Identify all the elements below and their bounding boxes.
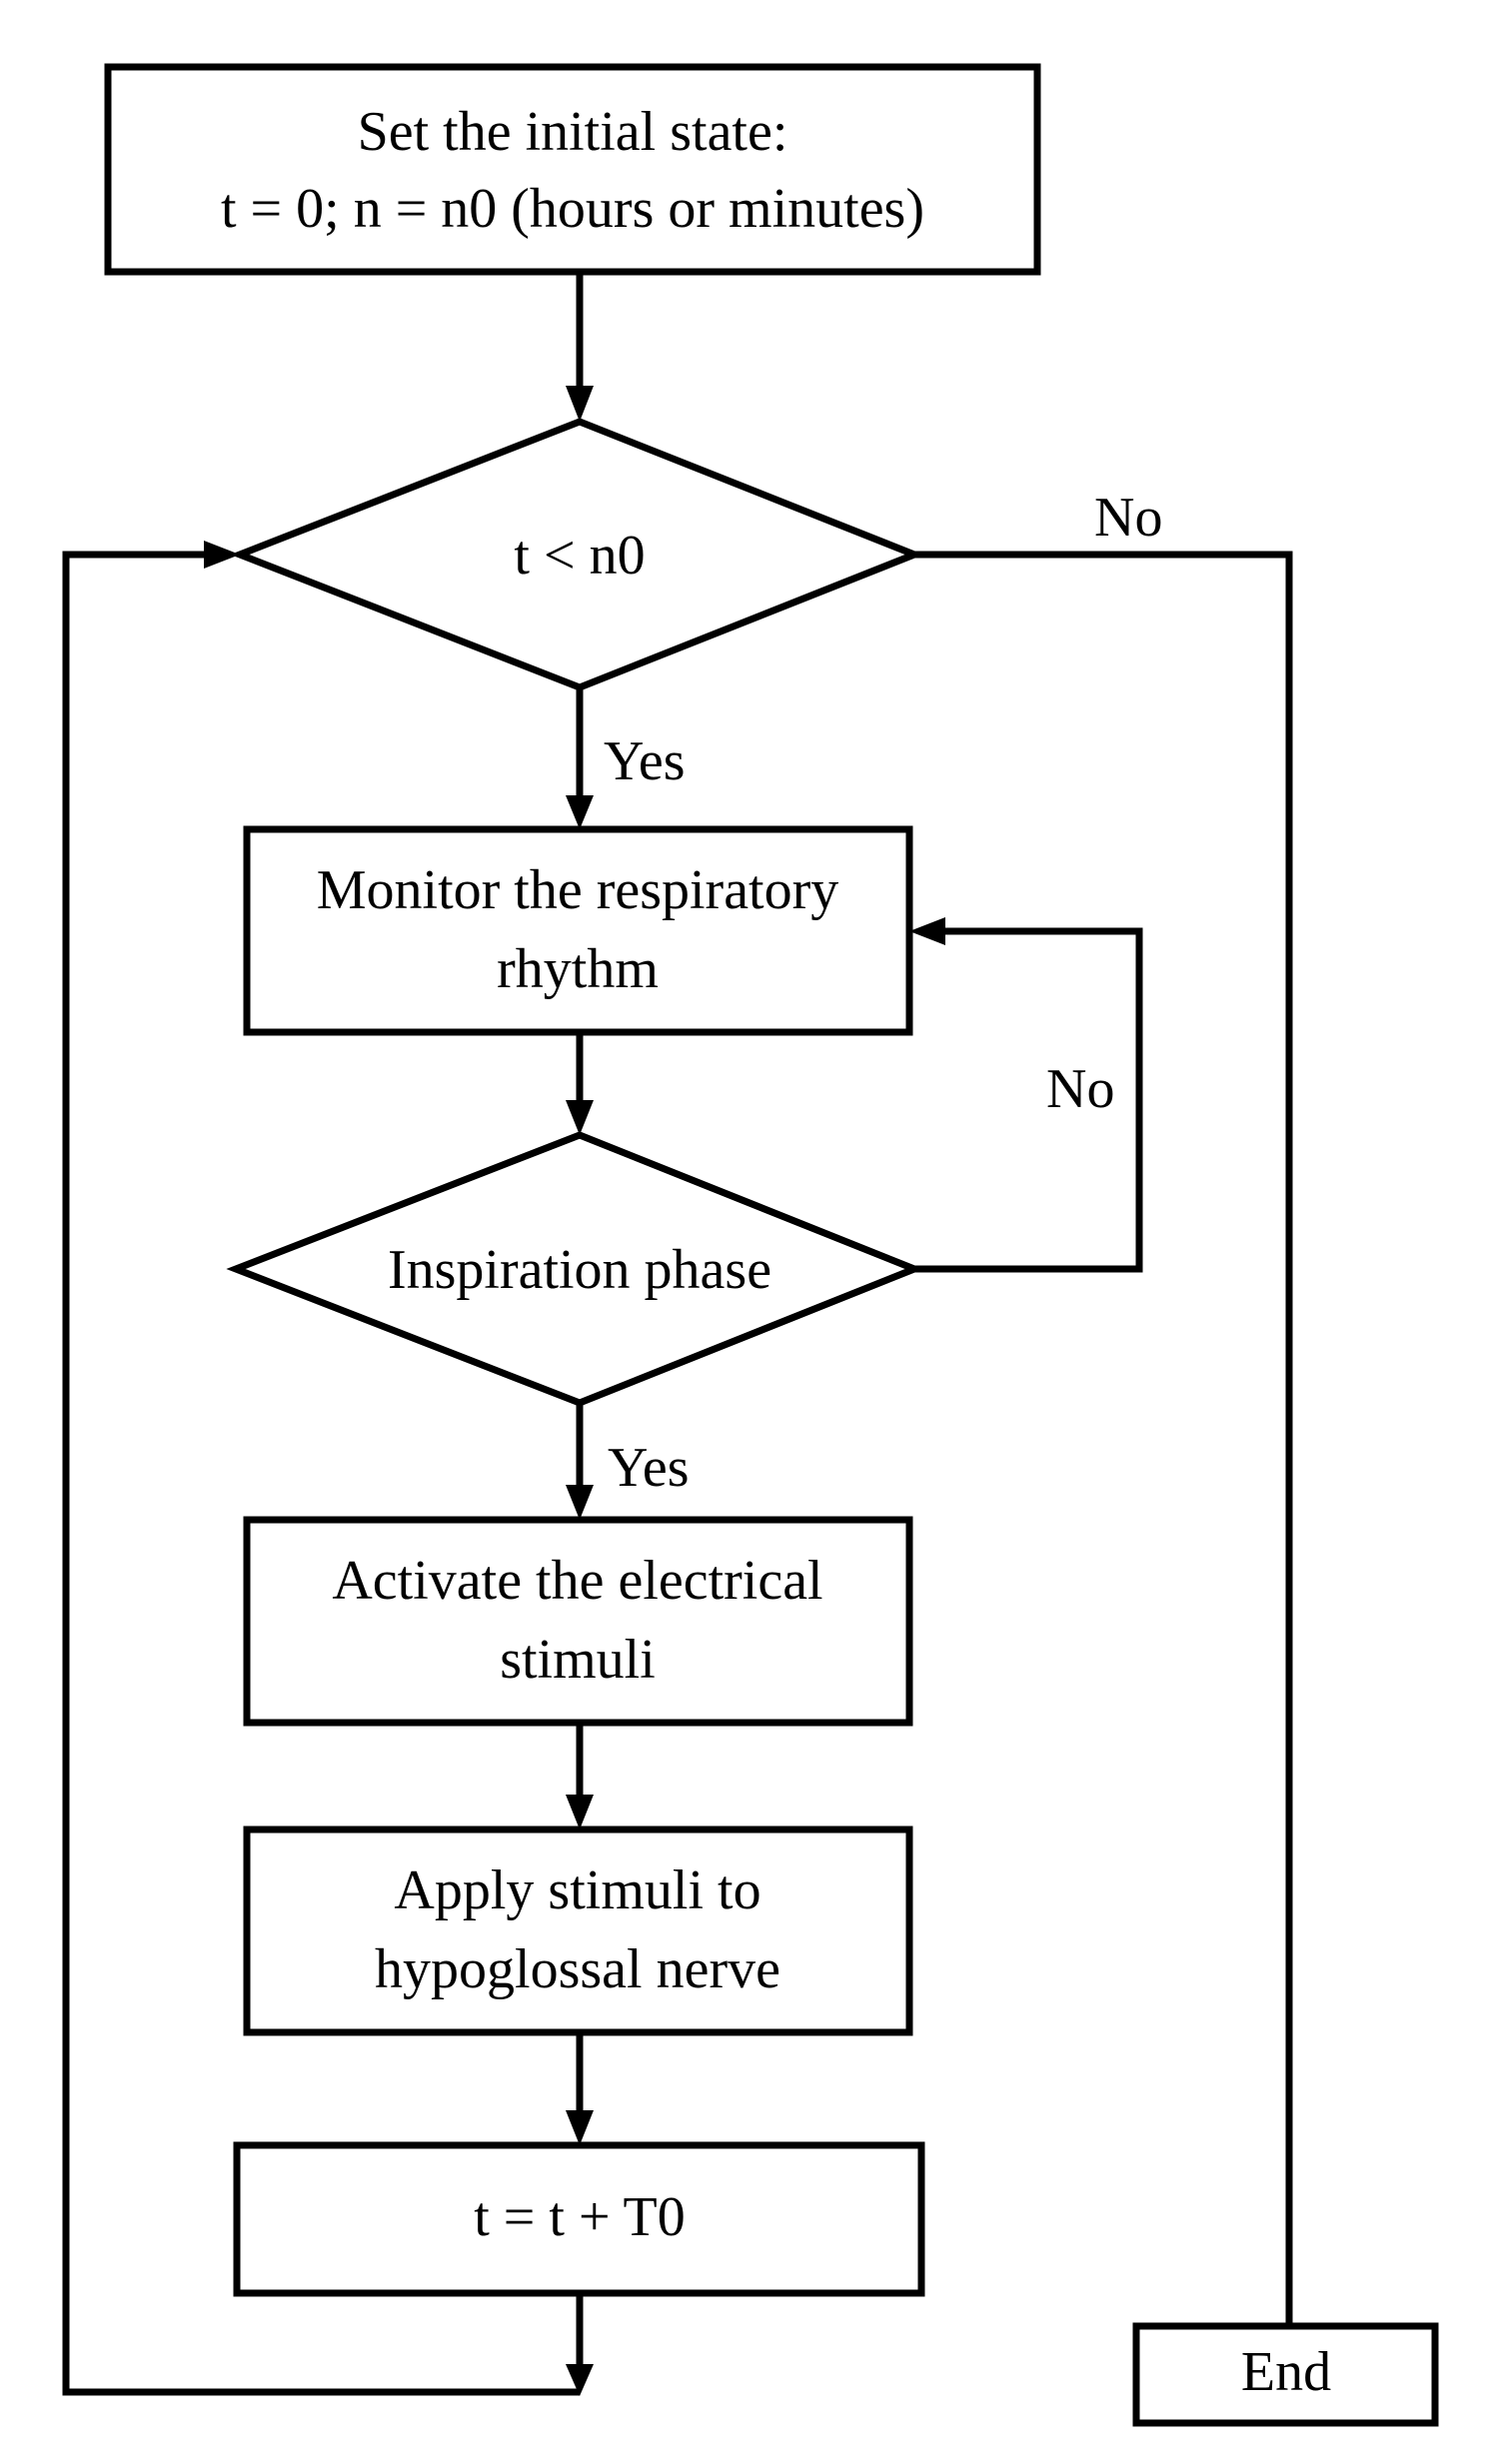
- start-line-2: t = 0; n = n0 (hours or minutes): [221, 178, 924, 240]
- monitor-node: Monitor the respiratory rhythm: [243, 825, 913, 1036]
- monitor-line-1: Monitor the respiratory: [317, 859, 839, 921]
- connector-time-no-to-end: No: [914, 487, 1293, 2326]
- start-node: Set the initial state: t = 0; n = n0 (ho…: [104, 63, 1041, 276]
- monitor-line-2: rhythm: [497, 938, 659, 1000]
- apply-line-2: hypoglossal nerve: [375, 1938, 780, 2000]
- end-label: End: [1241, 2341, 1331, 2403]
- arrowhead: [566, 2364, 594, 2396]
- apply-line-1: Apply stimuli to: [394, 1859, 760, 1921]
- arrowhead: [566, 1485, 594, 1520]
- apply-node: Apply stimuli to hypoglossal nerve: [243, 1826, 913, 2036]
- start-line-1: Set the initial state:: [358, 101, 788, 163]
- connector-apply-to-increment: [566, 2032, 594, 2145]
- connector-activate-to-apply: [566, 1723, 594, 1830]
- arrowhead: [566, 795, 594, 829]
- connector-phase-yes-to-activate: Yes: [566, 1403, 689, 1520]
- arrowhead: [909, 917, 945, 945]
- decision-time-node: t < n0: [230, 418, 924, 691]
- activate-node: Activate the electrical stimuli: [243, 1516, 913, 1727]
- start-box: [104, 63, 1041, 276]
- end-node: End: [1132, 2322, 1439, 2427]
- connector-increment-loop-to-decision: [62, 541, 594, 2396]
- increment-label: t = t + T0: [474, 2186, 685, 2248]
- edge-label-phase-yes: Yes: [608, 1437, 689, 1499]
- connector-monitor-to-phase: [566, 1032, 594, 1135]
- arrowhead: [566, 1795, 594, 1830]
- arrowhead: [566, 2110, 594, 2145]
- increment-node: t = t + T0: [233, 2141, 925, 2297]
- connector-start-to-decision: [566, 272, 594, 422]
- increment-box: [233, 2141, 925, 2297]
- end-box: [1132, 2322, 1439, 2427]
- activate-line-2: stimuli: [500, 1629, 656, 1691]
- arrowhead: [566, 1100, 594, 1135]
- activate-line-1: Activate the electrical: [332, 1550, 822, 1612]
- connector-time-yes-to-monitor: Yes: [566, 687, 685, 829]
- connector-phase-no-to-monitor: No: [909, 917, 1143, 1273]
- arrowhead: [204, 541, 240, 569]
- edge-label-phase-no: No: [1046, 1058, 1114, 1120]
- decision-phase-node: Inspiration phase: [226, 1131, 924, 1407]
- edge-label-time-yes: Yes: [604, 730, 685, 792]
- edge-label-time-no: No: [1094, 487, 1162, 549]
- decision-phase-label: Inspiration phase: [388, 1239, 771, 1301]
- arrowhead: [566, 386, 594, 422]
- monitor-box: [243, 825, 913, 1036]
- decision-time-label: t < n0: [514, 525, 645, 587]
